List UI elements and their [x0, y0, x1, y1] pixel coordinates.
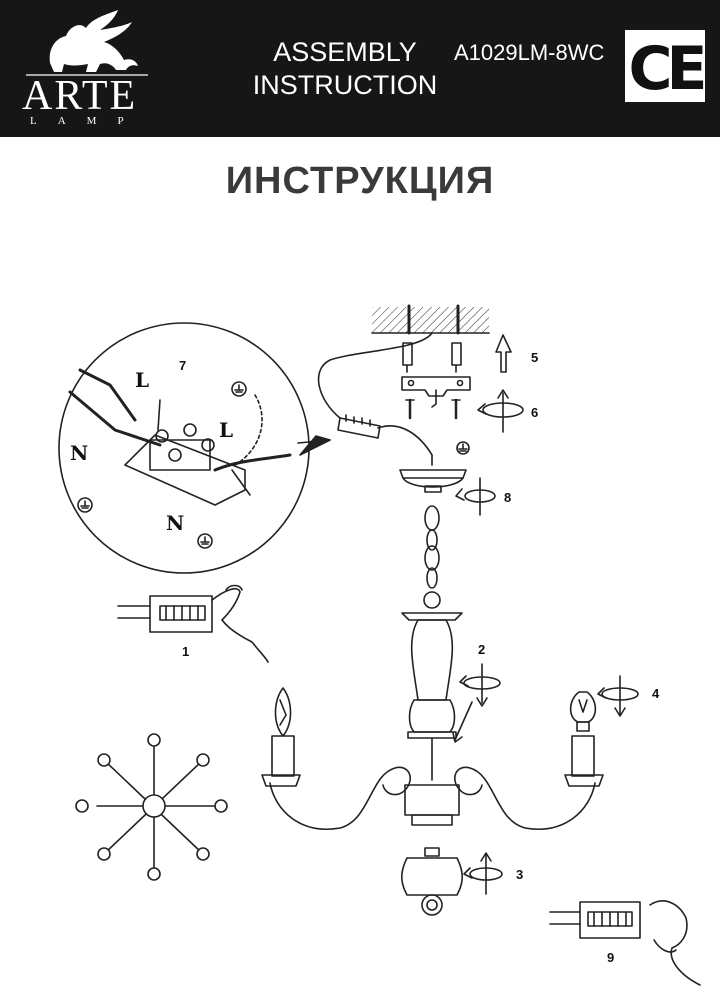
assembly-diagram — [58, 304, 701, 986]
header-bar: ARTE LAMP ASSEMBLY INSTRUCTION A1029LM-8… — [0, 0, 720, 137]
step-number-9: 9 — [607, 950, 615, 965]
step-number-8: 8 — [504, 490, 512, 505]
supply-cable — [317, 332, 433, 419]
up-arrow-icon — [495, 334, 512, 373]
step-number-5: 5 — [531, 350, 539, 365]
rotate-arrow-icon — [597, 675, 639, 717]
chain — [423, 505, 441, 609]
screw-left — [405, 398, 415, 420]
canopy — [399, 454, 467, 493]
wire-label-neutral-left: N — [70, 441, 89, 465]
step-number-1: 1 — [182, 644, 190, 659]
step-number-6: 6 — [531, 405, 539, 420]
wire-label-neutral-bottom: N — [166, 511, 185, 535]
candle-right — [569, 691, 597, 777]
ce-mark-icon: CE — [625, 30, 708, 104]
hand-icon — [211, 584, 269, 663]
page-heading: ИНСТРУКЦИЯ — [225, 160, 495, 202]
model-number: A1029LM-8WC — [454, 40, 605, 65]
step-number-7: 7 — [179, 358, 187, 373]
ground-symbol-icon — [77, 497, 93, 513]
terminal-block — [337, 414, 433, 456]
document-title: ASSEMBLY INSTRUCTION — [245, 36, 445, 102]
title-line-1: ASSEMBLY — [273, 37, 417, 67]
connector-detail-9 — [549, 901, 641, 939]
title-line-2: INSTRUCTION — [252, 70, 438, 100]
wire-label-live-right: L — [219, 418, 234, 442]
rotate-arrow-icon — [463, 852, 503, 895]
step-number-3: 3 — [516, 867, 524, 882]
connector-detail-1 — [117, 595, 213, 633]
wire-label-live-top: L — [135, 368, 150, 392]
wall-plug-left — [402, 342, 413, 373]
step-number-4: 4 — [652, 686, 660, 701]
rotate-arrow-icon — [455, 477, 496, 516]
ground-symbol-icon — [456, 441, 470, 455]
candle-left — [271, 687, 295, 777]
finial — [400, 847, 464, 916]
central-bowl — [404, 784, 460, 826]
ce-mark-text: CE — [628, 34, 707, 104]
brand-logo-subtext: LAMP — [30, 115, 145, 127]
wiring-detail-circle — [58, 322, 331, 574]
step-number-2: 2 — [478, 642, 486, 657]
chandelier-arms — [261, 766, 604, 830]
arm-layout-top-view — [75, 733, 228, 881]
rotate-arrow-icon — [477, 389, 524, 433]
screw-right — [451, 398, 461, 420]
rotate-arrow-icon — [452, 663, 501, 743]
hand-icon — [649, 900, 701, 986]
mounting-bracket — [401, 376, 471, 408]
wall-plug-right — [451, 342, 462, 373]
ceiling — [371, 304, 490, 335]
brand-logo-text: ARTE — [22, 73, 138, 119]
lion-logo-icon — [26, 10, 148, 76]
ground-symbol-icon — [231, 381, 247, 397]
central-column — [401, 612, 463, 781]
ground-symbol-icon — [197, 533, 213, 549]
